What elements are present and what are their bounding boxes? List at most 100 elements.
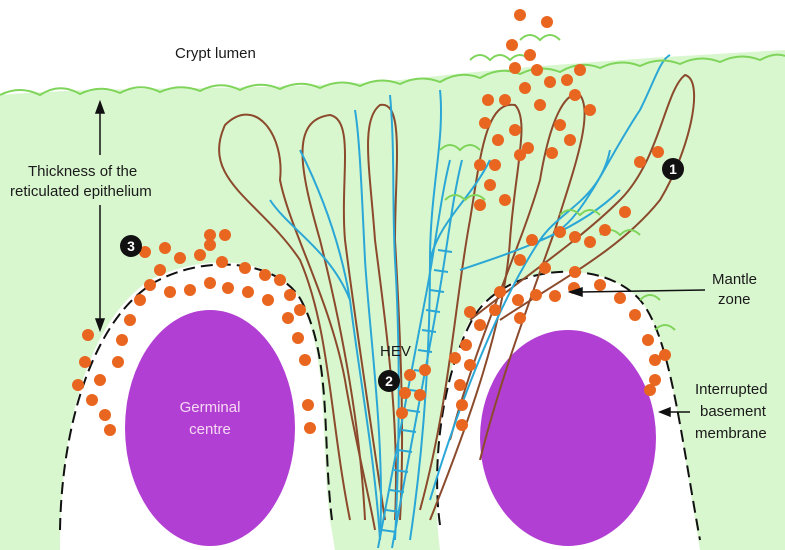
lymphocyte xyxy=(164,286,176,298)
lymphocyte xyxy=(494,286,506,298)
lymphocyte xyxy=(554,119,566,131)
lymphocyte xyxy=(292,332,304,344)
lymphocyte xyxy=(464,306,476,318)
lymphocyte xyxy=(144,279,156,291)
lymphocyte xyxy=(519,82,531,94)
lymphocyte xyxy=(154,264,166,276)
lymphocyte xyxy=(474,319,486,331)
lymphocyte xyxy=(512,294,524,306)
lymphocyte xyxy=(539,262,551,274)
lymphocyte xyxy=(546,147,558,159)
lymphocyte xyxy=(564,134,576,146)
lymphocyte xyxy=(584,104,596,116)
lymphocyte xyxy=(116,334,128,346)
lymphocyte xyxy=(522,142,534,154)
lymphocyte xyxy=(492,134,504,146)
lymphocyte xyxy=(204,229,216,241)
lymphocyte xyxy=(456,399,468,411)
basement-membrane-label-line3: membrane xyxy=(695,424,767,443)
lymphocyte xyxy=(652,146,664,158)
lymphocyte xyxy=(414,389,426,401)
lymphocyte xyxy=(484,179,496,191)
lymphocyte xyxy=(294,304,306,316)
lymphocyte xyxy=(72,379,84,391)
lymphocyte xyxy=(569,266,581,278)
lymphocyte xyxy=(159,242,171,254)
lymphocyte xyxy=(112,356,124,368)
mantle-zone-label-line2: zone xyxy=(718,290,751,309)
lymphocyte xyxy=(94,374,106,386)
germinal-centre-label-line2: centre xyxy=(165,420,255,439)
basement-membrane-label-line2: basement xyxy=(700,402,766,421)
lymphocyte xyxy=(464,359,476,371)
lymphocyte xyxy=(194,249,206,261)
lymphocyte xyxy=(531,64,543,76)
lymphocyte xyxy=(526,234,538,246)
lymphocyte xyxy=(594,279,606,291)
lymphocyte xyxy=(242,286,254,298)
lymphocyte xyxy=(544,76,556,88)
lymphocyte xyxy=(86,394,98,406)
lymphocyte xyxy=(489,304,501,316)
germinal-centre-label-line1: Germinal xyxy=(165,398,255,417)
lymphocyte xyxy=(219,229,231,241)
basement-membrane-label-line1: Interrupted xyxy=(695,380,768,399)
lymphocyte xyxy=(474,199,486,211)
lymphocyte xyxy=(489,159,501,171)
lymphocyte xyxy=(262,294,274,306)
lymphocyte xyxy=(404,369,416,381)
lymphocyte xyxy=(282,312,294,324)
lymphocyte xyxy=(499,194,511,206)
lymphocyte xyxy=(514,312,526,324)
lymphocyte xyxy=(299,354,311,366)
lymphocyte xyxy=(216,256,228,268)
thickness-label-line1: Thickness of the xyxy=(28,162,137,181)
marker-1: 1 xyxy=(662,158,684,180)
lymphocyte xyxy=(634,156,646,168)
mantle-zone-label-line1: Mantle xyxy=(712,270,757,289)
lymphocyte xyxy=(274,274,286,286)
lymphocyte xyxy=(614,292,626,304)
lymphocyte xyxy=(174,252,186,264)
thickness-label-line2: reticulated epithelium xyxy=(10,182,152,201)
lymphocyte xyxy=(259,269,271,281)
lymphocyte xyxy=(304,422,316,434)
lymphocyte xyxy=(619,206,631,218)
lymphocyte xyxy=(506,39,518,51)
germinal-centre-right xyxy=(480,330,656,546)
lymphocyte xyxy=(239,262,251,274)
lymphocyte xyxy=(629,309,641,321)
lymphocyte xyxy=(561,74,573,86)
lymphocyte xyxy=(534,99,546,111)
lymphocyte xyxy=(454,379,466,391)
lymphocyte xyxy=(456,419,468,431)
lymphocyte xyxy=(644,384,656,396)
lymphocyte xyxy=(499,94,511,106)
lymphocyte xyxy=(449,352,461,364)
lymphocyte xyxy=(302,399,314,411)
lymphocyte xyxy=(509,124,521,136)
lymphocyte xyxy=(509,62,521,74)
lymphocyte xyxy=(642,334,654,346)
lymphocyte xyxy=(204,277,216,289)
lymphocyte xyxy=(99,409,111,421)
lymphocyte xyxy=(524,49,536,61)
lymphocyte xyxy=(659,349,671,361)
lymphocyte xyxy=(79,356,91,368)
lymphocyte xyxy=(419,364,431,376)
lymphocyte xyxy=(399,387,411,399)
lymphocyte xyxy=(482,94,494,106)
lymphocyte xyxy=(124,314,136,326)
lymphocyte xyxy=(569,89,581,101)
lymphocyte xyxy=(584,236,596,248)
lymphocyte xyxy=(549,290,561,302)
marker-3: 3 xyxy=(120,235,142,257)
lymphocyte xyxy=(599,224,611,236)
lymphocyte xyxy=(104,424,116,436)
lymphocyte xyxy=(554,226,566,238)
lymphocyte xyxy=(541,16,553,28)
lymphocyte xyxy=(134,294,146,306)
lymphocyte xyxy=(184,284,196,296)
